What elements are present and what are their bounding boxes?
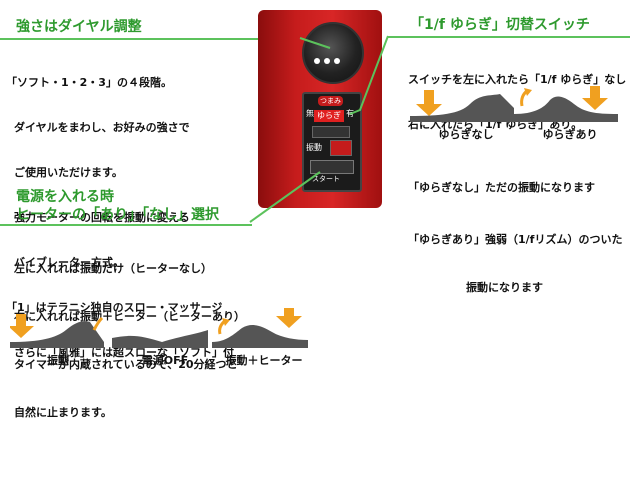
dial-line-5: バイブレーター方式。	[14, 256, 124, 269]
dial-line-7: さらに「風雅」には超スローな「ソフト」付	[14, 346, 234, 359]
yuragi-line-1: スイッチを左に入れたら「1/f ゆらぎ」なし	[408, 73, 627, 86]
dial-marks	[314, 58, 341, 66]
dial-line-4: 強力モーターの回転を振動に変える	[14, 211, 190, 224]
power-description: 左に入れれば振動だけ（ヒーターなし） 右に入れれば振動＋ヒーター（ヒーターあり）…	[14, 229, 245, 437]
shindo-label: 振動	[306, 143, 322, 152]
power-line-3: タイマーが内蔵されているので、20分経つと	[14, 358, 238, 371]
power-switch[interactable]	[310, 160, 354, 174]
dial-line-6: 「1」はテラニシ独自のスロー・マッサージ	[6, 301, 223, 314]
yuragi-note-1: 「ゆらぎなし」ただの振動になります	[408, 181, 595, 194]
power-line-1: 左に入れれば振動だけ（ヒーターなし）	[14, 262, 212, 275]
power-section-title-2: ヒーターの「あり」「なし」選択	[16, 207, 219, 223]
yuragi-section-title: 「1/f ゆらぎ」切替スイッチ	[410, 17, 590, 33]
panel-label-off: 無	[306, 109, 314, 118]
yuragi-title-underline	[388, 36, 630, 38]
power-off-caption: 電源OFF	[141, 354, 189, 367]
shindo-caption: 振動	[47, 354, 69, 367]
panel-top-label: つまみ	[318, 96, 343, 106]
shindo-heater-caption: 振動＋ヒーター	[225, 354, 303, 367]
dial-line-2: ダイヤルをまわし、お好みの強さで	[14, 121, 190, 134]
dial-title-underline	[0, 38, 300, 40]
dial-section-title: 強さはダイヤル調整	[16, 19, 142, 35]
power-section-title-1: 電源を入れる時	[16, 189, 114, 205]
dial-description: 「ソフト・1・2・3」の４段階。 ダイヤルをまわし、お好みの強さで ご使用いただ…	[6, 45, 234, 375]
power-line-4: 自然に止まります。	[14, 406, 112, 419]
yuragi-nashi-caption: ゆらぎなし	[438, 128, 494, 141]
strength-dial	[302, 22, 364, 84]
shindo-heater-illustration	[212, 308, 308, 348]
yuragi-switch[interactable]: ゆらぎ	[314, 110, 344, 122]
power-line-2: 右に入れれば振動＋ヒーター（ヒーターあり）	[14, 310, 245, 323]
power-off-illustration	[112, 330, 208, 348]
dial-line-3: ご使用いただけます。	[14, 166, 123, 179]
dial-line-1: 「ソフト・1・2・3」の４段階。	[6, 76, 172, 89]
start-label: スタート	[312, 175, 340, 183]
heater-indicator	[330, 140, 352, 156]
yuragi-ari-caption: ゆらぎあり	[542, 128, 598, 141]
yuragi-switch-slot	[312, 126, 350, 138]
yuragi-notes: 「ゆらぎなし」ただの振動になります 「ゆらぎあり」強弱（1/fリズム）のついた …	[408, 148, 622, 312]
yuragi-note-2: 「ゆらぎあり」強弱（1/fリズム）のついた	[408, 233, 623, 246]
shindo-illustration	[10, 314, 104, 348]
yuragi-nashi-illustration	[410, 90, 514, 122]
yuragi-note-3: 振動になります	[466, 281, 543, 294]
yuragi-ari-illustration	[514, 86, 618, 122]
power-title-underline	[0, 224, 252, 226]
